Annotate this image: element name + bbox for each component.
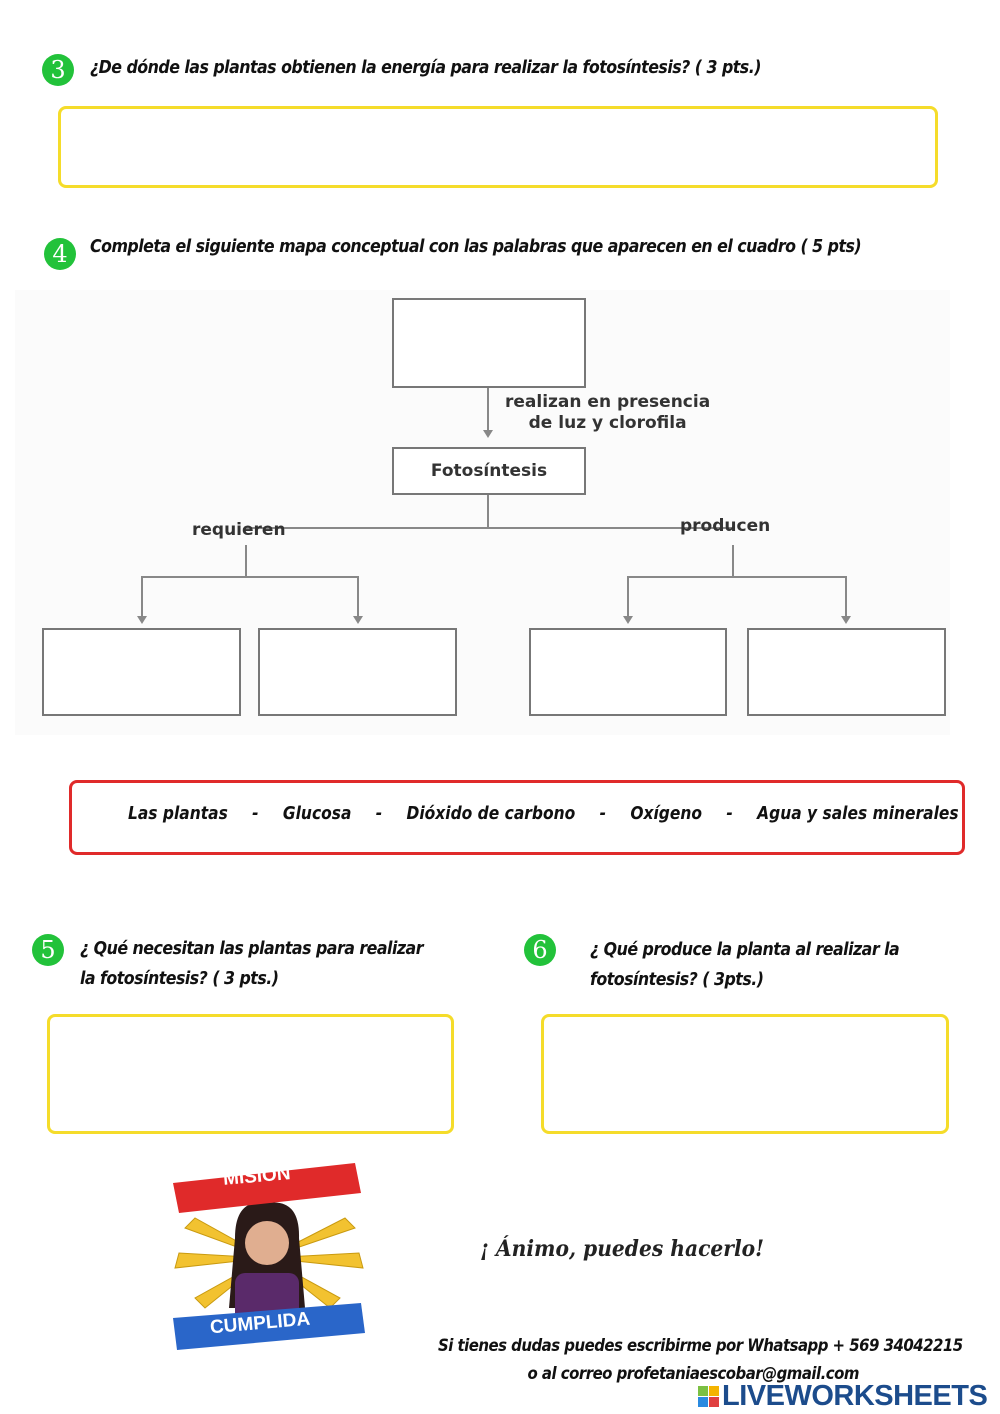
word-bank-row: Las plantas - Glucosa - Dióxido de carbo…: [128, 803, 978, 824]
watermark-text: LIVEWORKSHEETS: [722, 1380, 988, 1412]
question-number-5: 5: [32, 934, 64, 966]
question-6-line2: fotosíntesis? ( 3pts.): [590, 969, 764, 990]
liveworksheets-logo-icon: [698, 1386, 719, 1407]
arrow-down-icon: [353, 616, 363, 624]
map-box-fotosintesis: Fotosíntesis: [392, 447, 586, 495]
connector: [627, 576, 629, 616]
question-6-line1: ¿ Qué produce la planta al realizar la: [590, 939, 900, 960]
question-5-text: ¿ Qué necesitan las plantas para realiza…: [80, 934, 424, 994]
word: Dióxido de carbono: [406, 803, 576, 824]
question-6-text: ¿ Qué produce la planta al realizar la f…: [590, 935, 900, 995]
connector: [141, 576, 359, 578]
contact-info: Si tienes dudas puedes escribirme por Wh…: [438, 1332, 963, 1388]
word: Las plantas: [128, 803, 228, 824]
answer-box-q3[interactable]: [58, 106, 938, 188]
question-number-6: 6: [524, 934, 556, 966]
connector: [845, 576, 847, 616]
question-3-text: ¿De dónde las plantas obtienen la energí…: [90, 57, 761, 78]
map-box-producen-2[interactable]: [747, 628, 946, 716]
question-5-line1: ¿ Qué necesitan las plantas para realiza…: [80, 938, 424, 959]
link-producen: producen: [680, 516, 771, 536]
answer-box-q6[interactable]: [541, 1014, 949, 1134]
link-requieren: requieren: [192, 520, 286, 540]
separator: -: [375, 803, 383, 824]
word: Oxígeno: [630, 803, 703, 824]
connector: [245, 527, 733, 529]
question-4-text: Completa el siguiente mapa conceptual co…: [90, 236, 862, 257]
map-box-top[interactable]: [392, 298, 586, 388]
word: Agua y sales minerales: [757, 803, 959, 824]
connector: [141, 576, 143, 616]
connector: [487, 388, 489, 430]
arrow-down-icon: [483, 430, 493, 438]
arrow-down-icon: [137, 616, 147, 624]
liveworksheets-watermark: LIVEWORKSHEETS: [698, 1380, 988, 1413]
link-top: realizan en presencia de luz y clorofila: [505, 392, 710, 434]
question-number-4: 4: [44, 238, 76, 270]
mision-cumplida-badge: MISIÓN CUMPLIDA: [165, 1158, 370, 1358]
separator: -: [252, 803, 259, 824]
contact-line2: o al correo profetaniaescobar@gmail.com: [527, 1364, 859, 1384]
separator: -: [726, 803, 733, 824]
encouragement-text: ¡ Ánimo, puedes hacerlo!: [480, 1236, 765, 1262]
map-box-requieren-2[interactable]: [258, 628, 457, 716]
link-top-line2: de luz y clorofila: [528, 413, 687, 433]
contact-line1: Si tienes dudas puedes escribirme por Wh…: [438, 1336, 963, 1356]
connector: [245, 545, 247, 577]
link-top-line1: realizan en presencia: [505, 392, 711, 412]
connector: [732, 545, 734, 577]
map-box-producen-1[interactable]: [529, 628, 727, 716]
separator: -: [599, 803, 607, 824]
arrow-down-icon: [841, 616, 851, 624]
connector: [487, 495, 489, 528]
word: Glucosa: [282, 803, 352, 824]
answer-box-q5[interactable]: [47, 1014, 454, 1134]
connector: [627, 576, 847, 578]
map-box-requieren-1[interactable]: [42, 628, 241, 716]
arrow-down-icon: [623, 616, 633, 624]
word-bank: [69, 780, 965, 855]
question-5-line2: la fotosíntesis? ( 3 pts.): [80, 968, 279, 989]
connector: [357, 576, 359, 616]
question-number-3: 3: [42, 54, 74, 86]
